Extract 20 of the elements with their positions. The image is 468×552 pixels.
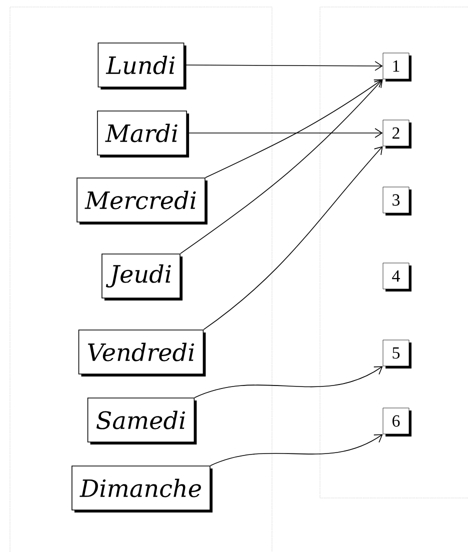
day-box: Vendredi (78, 330, 206, 376)
arrow (194, 366, 383, 398)
number-box: 3 (382, 186, 412, 216)
day-box: Mercredi (76, 178, 208, 224)
arrow (184, 61, 383, 71)
arrow (204, 79, 383, 178)
arrow (210, 434, 383, 466)
day-box: Samedi (87, 398, 197, 444)
arrow (203, 146, 383, 330)
arrow (186, 128, 383, 138)
number-box: 2 (382, 120, 412, 148)
number-box: 1 (382, 52, 412, 82)
arrow (180, 79, 383, 254)
day-box: Lundi (98, 42, 186, 90)
number-box: 5 (382, 340, 412, 368)
day-box: Mardi (97, 110, 190, 158)
number-box: 4 (382, 262, 412, 292)
day-box: Jeudi (102, 254, 183, 300)
day-box: Dimanche (72, 466, 213, 512)
number-box: 6 (382, 408, 412, 436)
